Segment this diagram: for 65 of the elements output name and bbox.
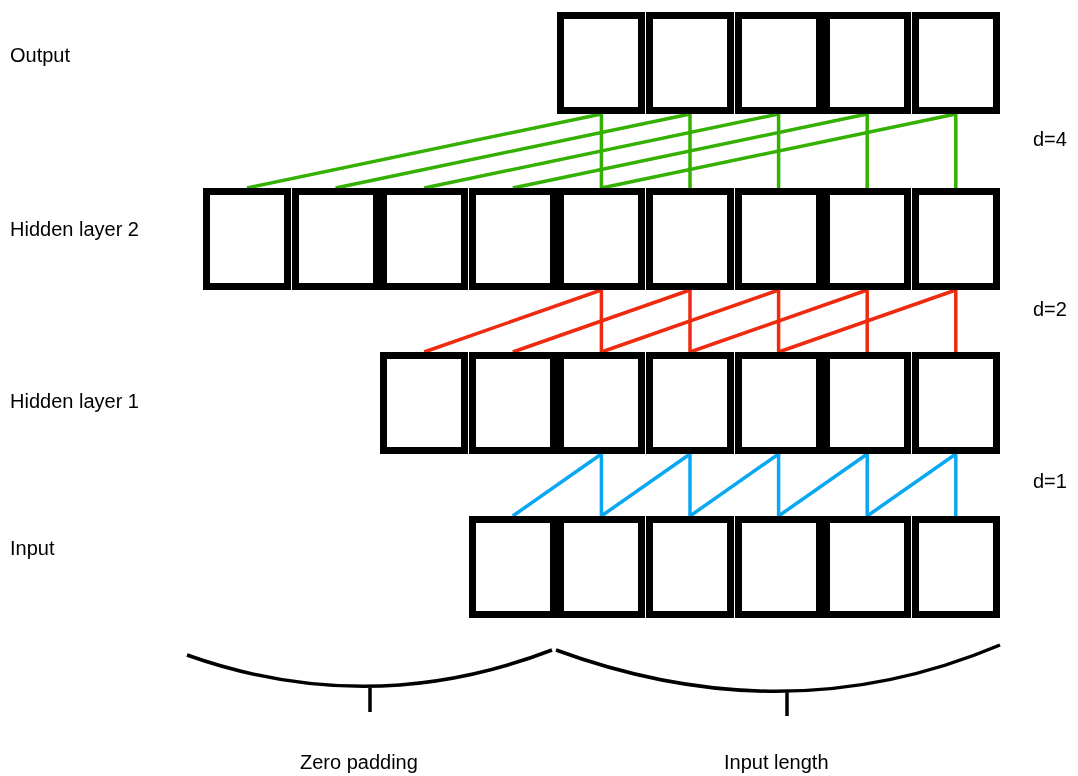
connection-line [866, 452, 957, 518]
square-cell-box [557, 188, 646, 290]
square-cell-box [823, 188, 912, 290]
square-cell-box [911, 516, 1000, 618]
dilation-label: d=4 [1033, 127, 1067, 151]
connection-line [688, 454, 692, 516]
connection-line [599, 290, 604, 352]
connection-line [423, 288, 602, 354]
square-cell-box [557, 12, 646, 114]
square-cell-box [380, 352, 469, 454]
square-cell-box [734, 352, 823, 454]
connection-line [776, 290, 781, 352]
connection-line [865, 114, 869, 188]
square-cell-box [291, 188, 380, 290]
square-cell-box [646, 188, 734, 290]
square-cell-box [646, 352, 734, 454]
square-cell-box [468, 352, 557, 454]
bracket-label: Zero padding [300, 750, 418, 774]
connection-line [512, 288, 691, 354]
bracket-label: Input length [724, 750, 829, 774]
layer-label: Hidden layer 2 [10, 217, 139, 241]
connection-line [954, 114, 958, 188]
square-cell-box [911, 188, 1000, 290]
connection-line [423, 112, 779, 190]
connection-line [776, 454, 781, 516]
connection-line [689, 452, 780, 518]
connection-line [246, 112, 602, 190]
dilation-label: d=1 [1033, 469, 1067, 493]
square-cell-box [734, 188, 823, 290]
square-cell-box [734, 516, 823, 618]
connection-line [601, 112, 957, 190]
connection-line [599, 454, 604, 516]
square-cell-box [823, 352, 912, 454]
square-cell-box [468, 516, 557, 618]
connection-line [600, 452, 691, 518]
connection-line [688, 290, 692, 352]
connection-line [778, 288, 957, 354]
square-cell-box [646, 12, 734, 114]
connection-line [689, 288, 868, 354]
connection-line [511, 452, 603, 518]
dilation-label: d=2 [1033, 297, 1067, 321]
square-cell-box [203, 188, 291, 290]
connection-line [865, 290, 869, 352]
connection-line [688, 114, 692, 188]
layer-label: Output [10, 43, 71, 67]
connection-line [335, 112, 691, 190]
square-cell-box [646, 516, 734, 618]
square-cell-box [557, 516, 646, 618]
square-cell-box [380, 188, 469, 290]
connection-line [954, 454, 958, 516]
connection-line [865, 454, 869, 516]
connection-line [600, 288, 780, 354]
connection-line [954, 290, 958, 352]
square-cell-box [823, 516, 912, 618]
connection-line [776, 114, 781, 188]
connection-line [599, 114, 604, 188]
square-cell-box [557, 352, 646, 454]
square-cell-box [468, 188, 557, 290]
square-cell-box [823, 12, 912, 114]
layer-label: Hidden layer 1 [10, 389, 139, 413]
square-cell-box [734, 12, 823, 114]
square-cell-box [911, 352, 1000, 454]
connection-line [512, 112, 868, 190]
layer-label: Input [10, 536, 55, 560]
square-cell-box [911, 12, 1000, 114]
